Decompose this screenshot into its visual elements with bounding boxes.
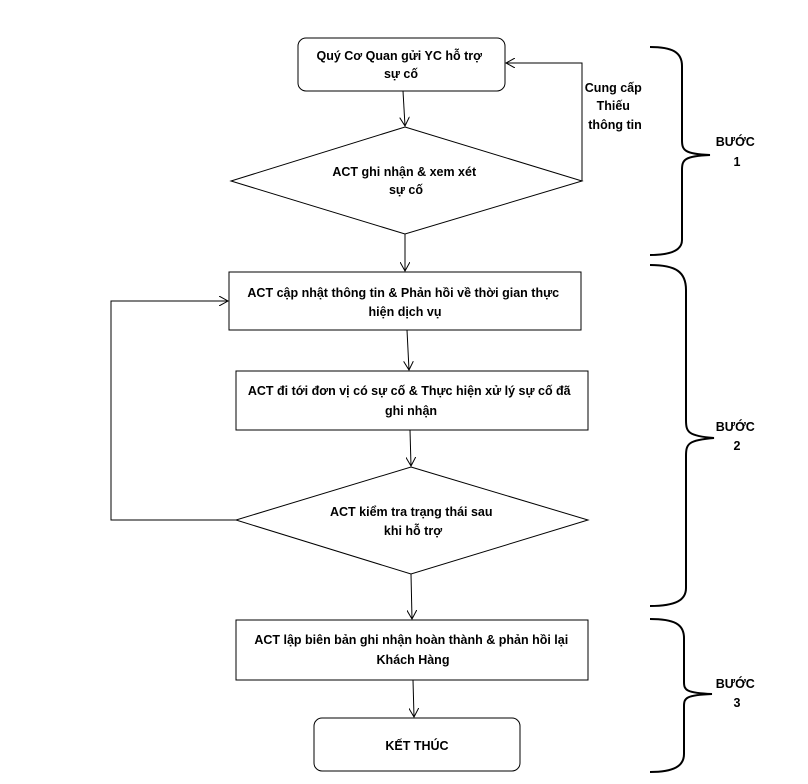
check-status-decision xyxy=(234,466,590,575)
arrow-check-loop-back xyxy=(110,301,236,521)
onsite-fix-node-text: ACT đi tới đơn vị có sự cố & Thực hiện x… xyxy=(248,384,574,418)
step-2-label: BƯỚC 2 xyxy=(716,419,759,453)
request-node-text: Quý Cơ Quan gửi YC hỗ trợ sự cố xyxy=(317,48,486,81)
arrow-onsite-to-check xyxy=(410,429,411,466)
step-3-brace xyxy=(649,618,713,773)
onsite-fix-node xyxy=(235,370,589,431)
step-1-label: BƯỚC 1 xyxy=(716,134,759,169)
arrow-report-to-end xyxy=(413,679,414,717)
completion-report-node xyxy=(235,619,589,681)
arrow-check-to-report xyxy=(411,573,412,619)
end-node xyxy=(313,717,521,772)
completion-report-node-text: ACT lập biên bản ghi nhận hoàn thành & p… xyxy=(254,633,571,667)
arrow-update-to-onsite xyxy=(407,329,409,370)
update-info-node xyxy=(228,271,582,331)
review-decision xyxy=(229,126,584,235)
review-decision-text: ACT ghi nhận & xem xét sự cố xyxy=(332,165,479,197)
step-1-brace xyxy=(649,46,711,256)
end-node-text: KẾT THÚC xyxy=(385,738,448,753)
arrow-missing-info-loop xyxy=(506,63,583,181)
request-node xyxy=(297,37,506,92)
check-status-decision-text: ACT kiểm tra trạng thái sau khi hỗ trợ xyxy=(330,505,496,538)
update-info-node-text: ACT cập nhật thông tin & Phản hồi về thờ… xyxy=(247,286,562,319)
step-2-brace xyxy=(649,264,715,607)
missing-info-label: Cung cấp Thiếu thông tin xyxy=(585,81,645,132)
step-3-label: BƯỚC 3 xyxy=(716,676,759,710)
arrow-request-to-review xyxy=(403,90,405,126)
